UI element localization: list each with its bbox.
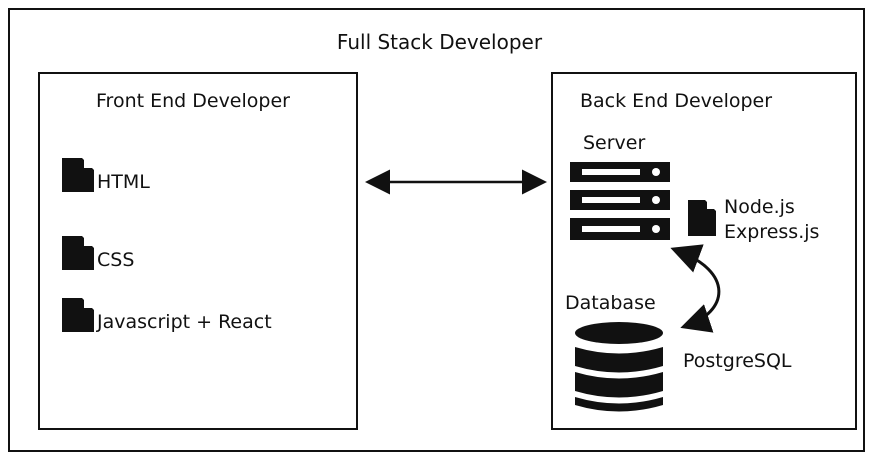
database-tech-postgresql: PostgreSQL [683,350,792,372]
server-database-arrow [670,244,721,333]
document-icon [688,200,716,236]
diagram-title: Full Stack Developer [336,30,543,54]
server-label: Server [583,132,646,154]
server-tech-nodejs: Node.js [724,196,795,218]
document-icon [62,158,94,192]
database-icon [575,322,663,412]
backend-panel: Back End Developer [551,72,857,430]
backend-title: Back End Developer [580,90,773,112]
frontend-item-javascript: Javascript + React [60,296,272,334]
server-tech-expressjs: Express.js [724,221,820,243]
full-stack-frame [8,8,865,452]
frontend-item-label: Javascript + React [97,311,272,333]
frontend-title: Front End Developer [96,90,290,112]
frontend-item-label: CSS [97,249,135,271]
frontend-item-label: HTML [97,171,150,193]
database-label: Database [565,292,656,314]
frontend-item-css: CSS [60,234,134,272]
document-icon [62,236,94,270]
document-icon [62,298,94,332]
frontend-item-html: HTML [60,156,150,194]
frontend-panel: Front End Developer HTML CSS Javascript … [38,72,358,430]
server-icon [570,162,670,240]
